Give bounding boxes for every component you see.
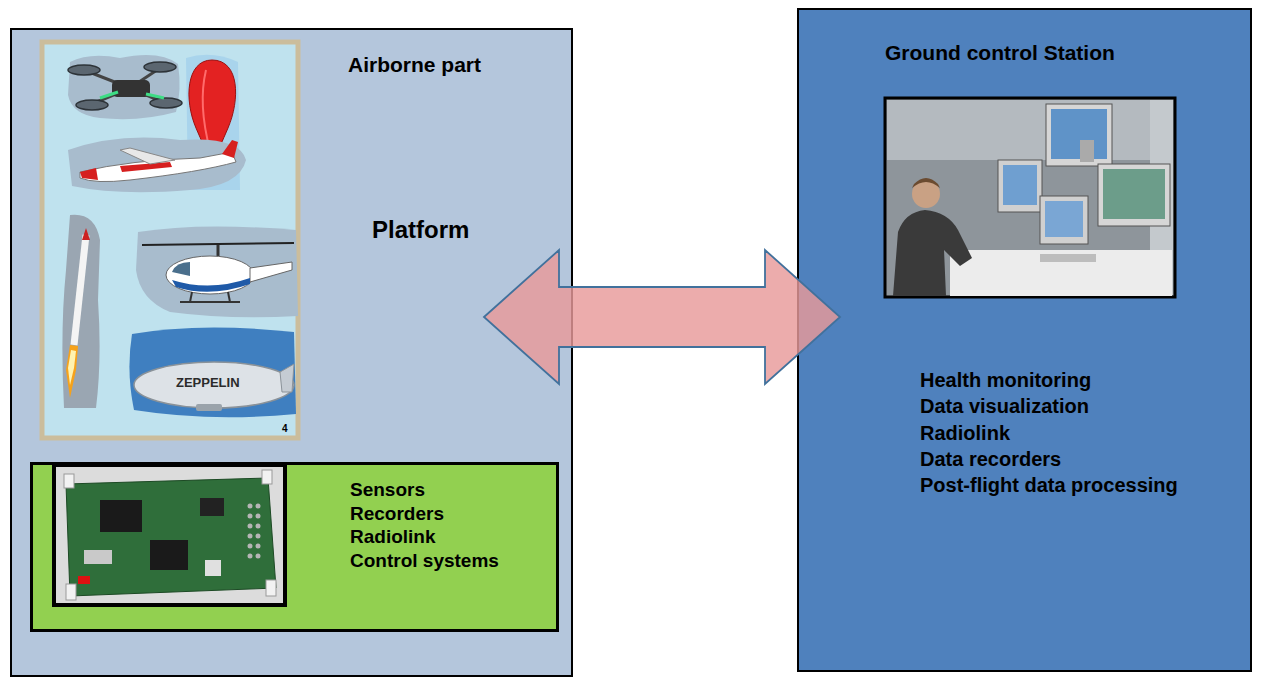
ground-station-panel: Ground control StationHealth monitoringD… xyxy=(797,8,1252,672)
list-item: Health monitoring xyxy=(920,368,1091,392)
onboard-systems-box: SensorsRecordersRadiolinkControl systems xyxy=(30,462,559,632)
list-item: Post-flight data processing xyxy=(920,473,1178,497)
airborne-panel: Airborne partPlatformSensorsRecordersRad… xyxy=(10,28,573,677)
airship-lettering: ZEPPELIN xyxy=(176,376,240,390)
section-label: Platform xyxy=(372,216,469,245)
panel-heading: Ground control Station xyxy=(885,40,1115,65)
list-item: Data visualization xyxy=(920,394,1089,418)
list-item: Radiolink xyxy=(350,526,436,549)
page-number: 4 xyxy=(282,423,288,434)
list-item: Control systems xyxy=(350,550,499,573)
list-item: Sensors xyxy=(350,479,425,502)
panel-heading: Airborne part xyxy=(348,52,481,77)
list-item: Radiolink xyxy=(920,421,1010,445)
list-item: Recorders xyxy=(350,503,444,526)
list-item: Data recorders xyxy=(920,447,1061,471)
